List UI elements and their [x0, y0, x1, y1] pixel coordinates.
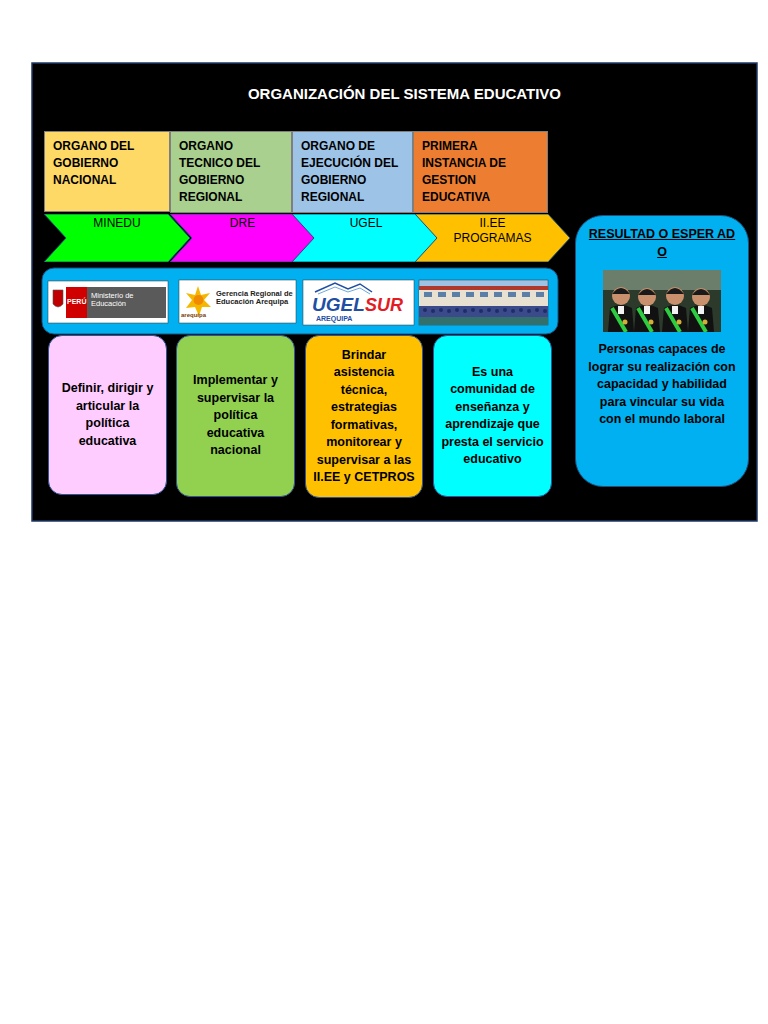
logo-text: AREQUIPA — [316, 315, 376, 323]
level-name: II.EE PROGRAMAS — [453, 216, 532, 246]
level-title: ORGANO DE EJECUCIÓN DEL GOBIERNO REGIONA… — [301, 138, 404, 206]
level-header-box: ORGANO DEL GOBIERNO NACIONAL — [44, 131, 170, 212]
result-text: Personas capaces de lograr su realizació… — [588, 341, 736, 429]
level-name: DRE — [230, 216, 255, 231]
logo-text: UGEL — [312, 295, 364, 316]
diagram-title: ORGANIZACIÓN DEL SISTEMA EDUCATIVO — [32, 85, 768, 102]
level-header-box: ORGANO DE EJECUCIÓN DEL GOBIERNO REGIONA… — [292, 131, 413, 213]
chevron-arrow: UGEL — [292, 214, 440, 262]
result-box: RESULTAD O ESPER AD O Personas capaces de… — [575, 215, 749, 487]
function-text: Implementar y supervisar la política edu… — [184, 372, 287, 460]
logo-text: Ministerio de Educación — [91, 292, 163, 309]
minedu-logo — [48, 281, 168, 323]
chevron-arrow: II.EE PROGRAMAS — [415, 214, 570, 262]
level-name: MINEDU — [93, 216, 140, 231]
level-header-box: ORGANO TECNICO DEL GOBIERNO REGIONAL — [170, 131, 292, 213]
function-text: Definir, dirigir y articular la política… — [56, 380, 159, 450]
black-panel — [32, 63, 757, 521]
students-photo — [603, 270, 721, 332]
students-photo-holder — [588, 261, 736, 341]
level-header-box: PRIMERA INSTANCIA DE GESTION EDUCATIVA — [413, 131, 548, 213]
chevron-outline — [44, 214, 190, 262]
logo-text: arequipa — [181, 312, 215, 319]
ugel-logo — [303, 280, 414, 325]
logo-text: PERÚ — [67, 298, 87, 306]
chevron-outline — [292, 214, 440, 262]
chevron-arrow: MINEDU — [44, 214, 190, 262]
chevron-outline — [415, 214, 570, 262]
logo-text: SUR — [365, 296, 411, 316]
chevron-outline — [170, 214, 315, 262]
result-heading: RESULTAD O ESPER AD O — [588, 226, 736, 261]
level-title: PRIMERA INSTANCIA DE GESTION EDUCATIVA — [422, 138, 539, 206]
function-box: Brindar asistencia técnica, estrategias … — [305, 335, 423, 498]
function-text: Brindar asistencia técnica, estrategias … — [313, 347, 415, 487]
school-photo — [419, 280, 548, 325]
function-box: Definir, dirigir y articular la política… — [48, 335, 167, 495]
logo-band — [42, 268, 558, 334]
function-text: Es una comunidad de enseñanza y aprendiz… — [441, 364, 544, 469]
chevron-arrow: DRE — [170, 214, 315, 262]
logo-text: Gerencia Regional de Educación Arequipa — [216, 290, 294, 307]
level-title: ORGANO TECNICO DEL GOBIERNO REGIONAL — [179, 138, 283, 206]
dre-logo — [179, 280, 296, 323]
function-box: Es una comunidad de enseñanza y aprendiz… — [433, 335, 552, 497]
level-name: UGEL — [350, 216, 383, 231]
function-box: Implementar y supervisar la política edu… — [176, 335, 295, 497]
level-title: ORGANO DEL GOBIERNO NACIONAL — [53, 138, 161, 189]
